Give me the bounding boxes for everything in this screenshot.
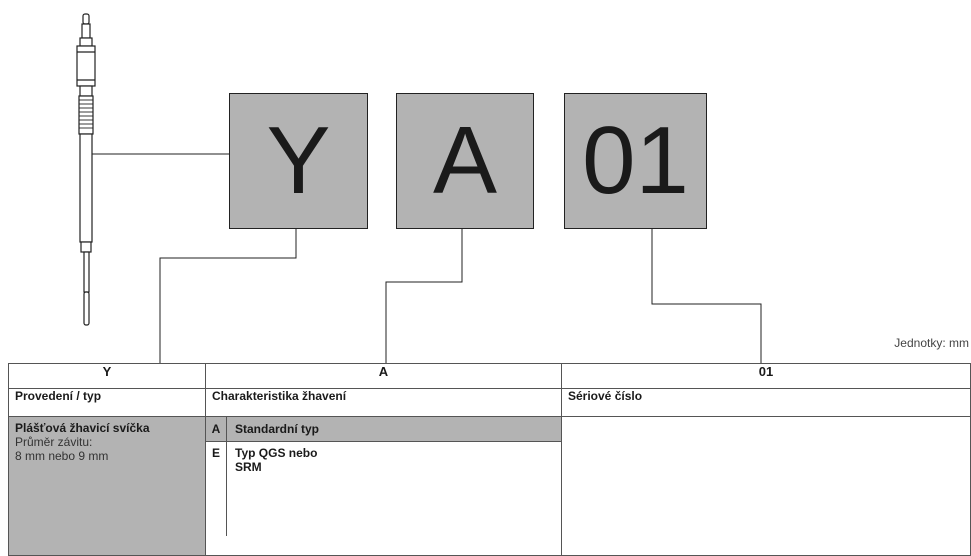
subheader-glow-characteristic: Charakteristika žhavení [205, 388, 562, 417]
glow-plug-diagram [76, 13, 762, 363]
glow-characteristic-cell: A Standardní typ E Typ QGS nebo SRM [205, 416, 562, 556]
header-01: 01 [561, 363, 971, 389]
code-box-serial-number: 01 [564, 93, 707, 229]
glow-key-a: A [206, 417, 227, 442]
subheader-type: Provedení / typ [8, 388, 206, 417]
glow-value-e: Typ QGS nebo SRM [227, 442, 562, 537]
glow-value-e-line1: Typ QGS nebo [235, 446, 318, 460]
subheader-serial-number: Sériové číslo [561, 388, 971, 417]
type-desc-line1: Průměr závitu: [15, 435, 93, 449]
type-title: Plášťová žhavicí svíčka [15, 421, 150, 435]
glow-value-a: Standardní typ [226, 417, 561, 442]
units-label: Jednotky: mm [894, 336, 969, 350]
glow-plug-icon [76, 13, 96, 326]
code-box-type: Y [229, 93, 368, 229]
glow-characteristic-list: A Standardní typ E Typ QGS nebo SRM [206, 417, 561, 536]
code-legend-table: Y A 01 Provedení / typ Charakteristika ž… [8, 363, 971, 556]
header-y: Y [8, 363, 206, 389]
glow-key-e: E [206, 441, 227, 536]
type-cell: Plášťová žhavicí svíčka Průměr závitu: 8… [8, 416, 206, 556]
glow-value-e-line2: SRM [235, 460, 262, 474]
serial-number-cell [561, 416, 971, 556]
code-box-glow-characteristic: A [396, 93, 534, 229]
type-desc-line2: 8 mm nebo 9 mm [15, 449, 109, 463]
header-a: A [205, 363, 562, 389]
list-item: A Standardní typ [206, 417, 561, 442]
header-row: Y A 01 [8, 363, 971, 389]
leader-lines [92, 153, 762, 363]
subheader-row: Provedení / typ Charakteristika žhavení … [8, 388, 971, 417]
content-row: Plášťová žhavicí svíčka Průměr závitu: 8… [8, 416, 971, 556]
list-item: E Typ QGS nebo SRM [206, 441, 562, 537]
